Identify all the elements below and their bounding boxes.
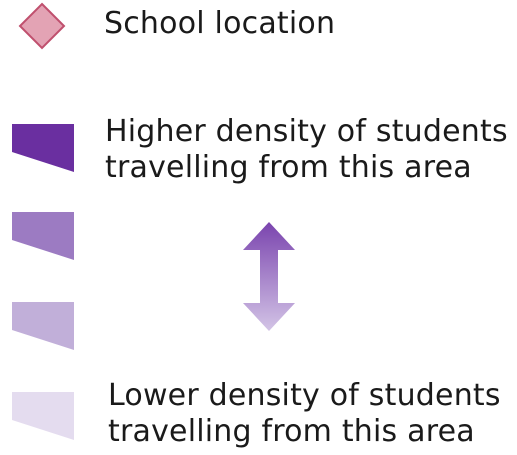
lower-density-label-line1: Lower density of students — [108, 378, 501, 413]
school-location-label: School location — [104, 6, 336, 41]
higher-density-label-line2: travelling from this area — [105, 150, 472, 185]
density-swatch-high — [12, 212, 74, 260]
higher-density-label-line1: Higher density of students — [105, 114, 508, 149]
density-swatch-highest — [12, 124, 74, 172]
density-swatch-lowest — [12, 392, 74, 440]
lower-density-label-line2: travelling from this area — [108, 414, 475, 449]
double-headed-arrow-icon — [243, 222, 295, 331]
school-location-icon — [18, 2, 66, 50]
density-swatch-low — [12, 302, 74, 350]
